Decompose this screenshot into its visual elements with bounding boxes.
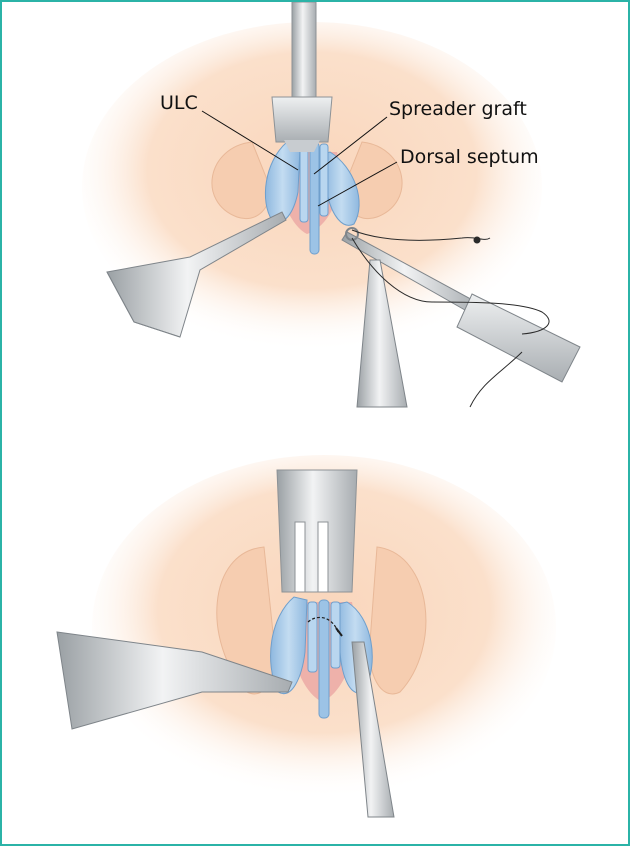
retractor-bottom-icon [277, 470, 357, 592]
bottom-illustration [57, 455, 556, 817]
label-ulc: ULC [160, 92, 198, 114]
label-dorsal-septum: Dorsal septum [400, 146, 539, 168]
spreader-graft-left-top [300, 144, 308, 222]
dorsal-septum-top [310, 142, 319, 254]
spreader-graft-right-bottom [331, 602, 340, 668]
spreader-graft-left-bottom [308, 602, 317, 672]
top-illustration: ULC Spreader graft Dorsal septum [82, 2, 580, 407]
label-spreader-graft: Spreader graft [389, 98, 527, 120]
spreader-graft-right-top [320, 144, 328, 216]
